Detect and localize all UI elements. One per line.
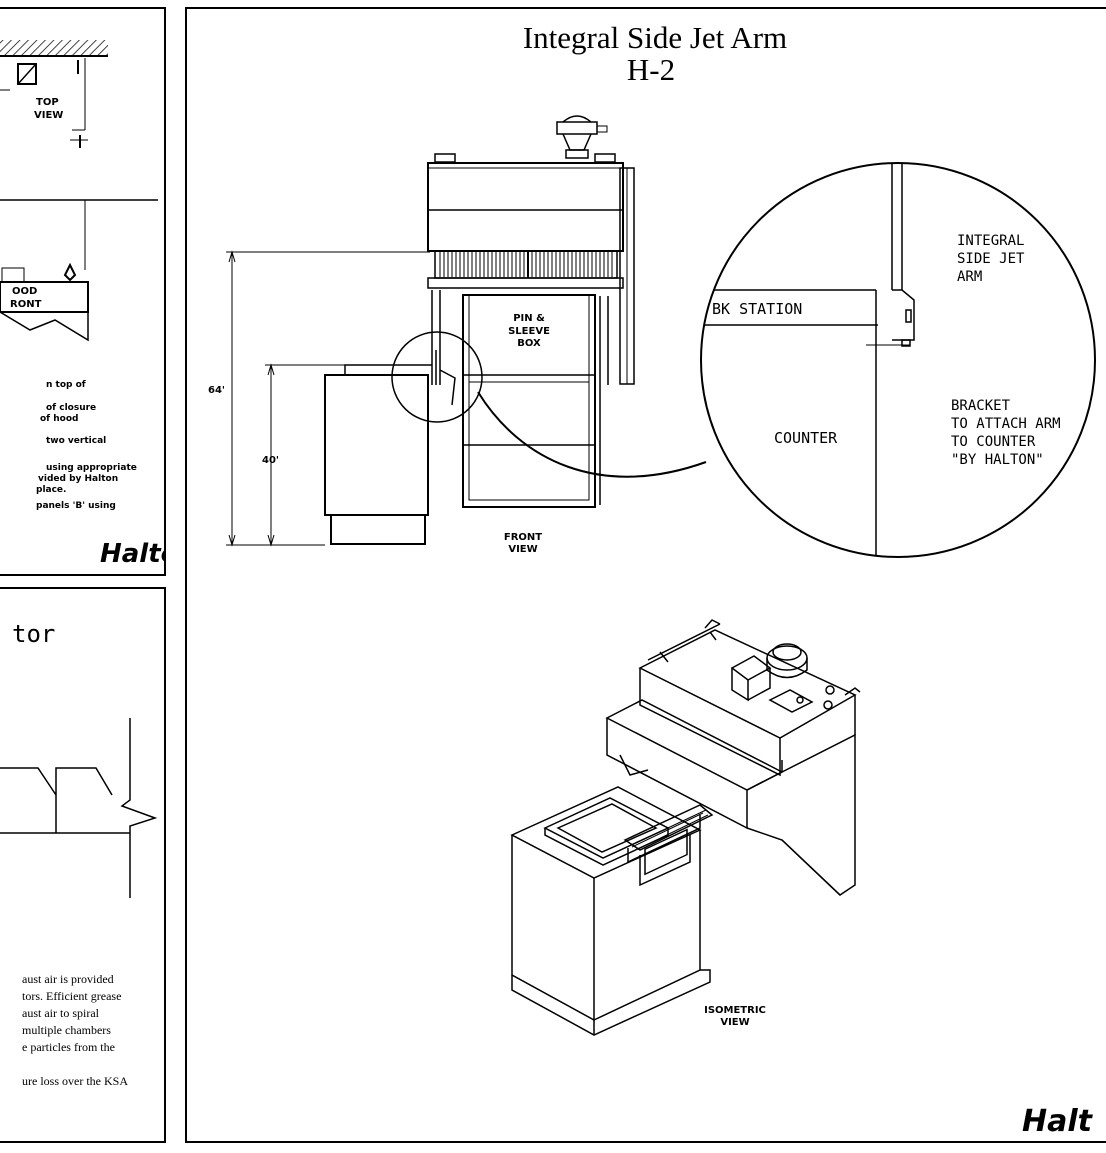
top-view-label-1: TOP [36,97,59,108]
detail-circle: BK STATION INTEGRAL SIDE JET ARM COUNTER… [700,162,1096,558]
bracket-label-3: TO COUNTER [951,434,1036,450]
front-view-label-2: VIEW [508,544,537,555]
integral-arm-label-3: ARM [957,269,982,285]
left-top-frame [0,7,166,576]
note-line-3: of hood [40,414,78,424]
note-line-8: panels 'B' using [36,501,116,511]
isometric-label-2: VIEW [720,1017,749,1028]
bracket-label-1: BRACKET [951,398,1011,414]
iso-filter-slats [631,809,709,850]
para-line-5: e particles from the [22,1040,115,1054]
para-line-3: aust air to spiral [22,1006,100,1020]
note-line-4: two vertical [46,436,106,446]
left-top-panel: TOP VIEW OOD RONT n top of of closure of… [0,7,197,576]
pin-box-label-2: SLEEVE [508,326,550,337]
counter-height-dimension: 40' [262,455,279,466]
drawing-subtitle: H-2 [627,52,675,87]
top-view-label-2: VIEW [34,110,63,121]
isometric-view [510,619,861,1036]
main-panel: Integral Side Jet Arm H-2 [185,7,1106,1143]
left-bottom-frame [0,587,166,1143]
integral-arm-label-2: SIDE JET [957,251,1025,267]
pin-box-label-1: PIN & [513,313,545,324]
isometric-label-1: ISOMETRIC [704,1005,766,1016]
bracket-label-2: TO ATTACH ARM [951,416,1061,432]
note-line-2: of closure [46,403,96,413]
hood-height-dimension: 64' [208,385,225,396]
bk-station-label: BK STATION [712,300,802,318]
pin-box-label-3: BOX [517,338,541,349]
hood-front-label-2: RONT [10,299,42,310]
main-frame [185,7,1106,1143]
halton-logo-left: Halton [100,539,197,569]
para-line-2: tors. Efficient grease [22,989,121,1003]
counter-label: COUNTER [774,429,838,447]
para-line-1: aust air is provided [22,972,114,986]
front-view-label-1: FRONT [504,532,542,543]
hood-front-label-1: OOD [12,286,37,297]
para-line-4: multiple chambers [22,1023,111,1037]
detail-callout-line [477,391,707,478]
note-line-6: vided by Halton [38,474,118,484]
left-bottom-title: tor [12,620,55,648]
left-bottom-panel: tor aust air is provided tors. Efficient… [0,587,166,1143]
drawing-title: Integral Side Jet Arm [523,20,787,55]
halton-logo-main: Halt [1022,1104,1094,1139]
note-line-1: n top of [46,380,86,390]
para-line-7: ure loss over the KSA [22,1074,128,1088]
note-line-5: using appropriate [46,463,137,473]
bracket-label-4: "BY HALTON" [951,452,1044,468]
front-view [226,115,635,547]
integral-arm-label-1: INTEGRAL [957,233,1024,249]
wall-hatch [0,40,108,56]
note-line-7: place. [36,485,66,495]
